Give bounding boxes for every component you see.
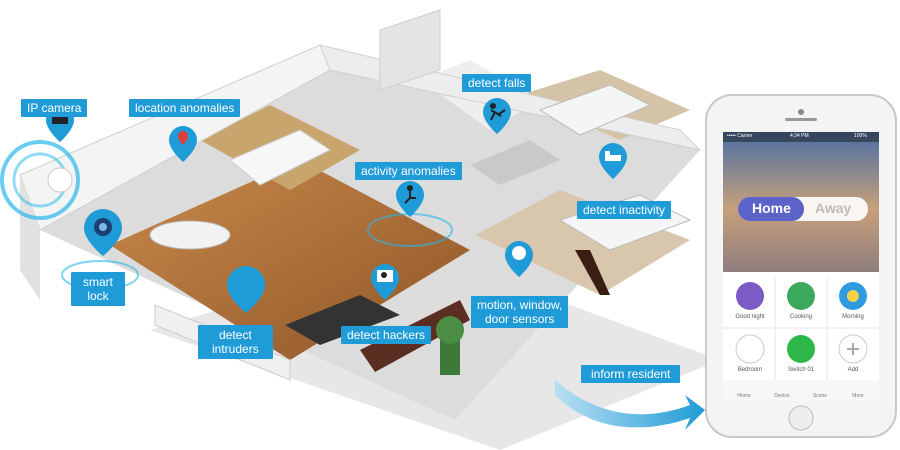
tab-device[interactable]: Device <box>774 393 790 399</box>
tab-more[interactable]: More <box>852 393 864 399</box>
person-sitting-icon <box>396 181 424 217</box>
label-motion-line1: motion, window, <box>477 298 563 312</box>
label-smart-lock-line1: smart <box>83 275 113 289</box>
location-pin-icon <box>169 126 197 162</box>
label-intruders-line1: detect <box>218 328 252 342</box>
tile-cooking[interactable]: Cooking <box>789 314 812 320</box>
power-icon <box>787 335 815 363</box>
tile-morning[interactable]: Morning <box>842 314 864 320</box>
bulb-icon <box>735 334 765 364</box>
chef-hat-icon <box>787 282 815 310</box>
label-motion-sensors: motion, window, door sensors <box>471 296 569 328</box>
tile-add[interactable]: Add <box>847 367 859 373</box>
kitchen-island <box>229 129 331 186</box>
earpiece <box>785 118 817 121</box>
label-detect-falls: detect falls <box>462 74 532 92</box>
smartphone <box>705 94 897 438</box>
camera-signal-ring <box>0 140 80 220</box>
label-smart-lock: smart lock <box>71 272 125 306</box>
front-camera <box>798 109 804 115</box>
phone-time: 4:34 PM <box>790 133 809 139</box>
mode-home-active <box>738 197 804 221</box>
label-detect-hackers: detect hackers <box>341 326 432 344</box>
tile-bedroom[interactable]: Bedroom <box>737 367 763 373</box>
tab-bar <box>723 380 879 401</box>
camera-device <box>47 167 73 193</box>
label-location-anomalies: location anomalies <box>129 99 241 117</box>
mode-away-button[interactable]: Away <box>815 200 852 216</box>
tab-home[interactable]: Home <box>737 393 751 399</box>
moon-icon <box>736 282 764 310</box>
lock-icon <box>84 209 122 256</box>
plant-leaves <box>436 316 464 344</box>
bed-icon <box>599 143 627 179</box>
label-motion-line2: door sensors <box>485 312 555 326</box>
sensor-icon <box>505 241 533 277</box>
phone-carrier: ••••• Carrier <box>727 133 753 139</box>
tile-switch-01[interactable]: Switch 01 <box>787 367 814 373</box>
bedroom-floor <box>475 190 690 295</box>
side-wall <box>20 175 40 300</box>
status-bar <box>723 132 879 142</box>
living-floor <box>110 160 470 360</box>
upper-bed <box>538 84 652 136</box>
label-intruders-line2: intruders <box>212 342 259 356</box>
dining-table <box>149 220 231 250</box>
phone-battery: 100% <box>854 133 867 139</box>
sofa <box>285 295 400 345</box>
label-detect-intruders: detect intruders <box>198 325 273 359</box>
label-smart-lock-line2: lock <box>87 289 109 303</box>
label-inform-resident: inform resident <box>581 365 681 383</box>
tile-good-night[interactable]: Good night <box>735 314 765 320</box>
intruder-icon <box>227 266 265 313</box>
mode-home-button[interactable]: Home <box>752 200 791 216</box>
home-button <box>788 405 814 431</box>
arrow-icon <box>555 380 705 430</box>
brick-wall <box>379 9 441 91</box>
label-activity-anomalies: activity anomalies <box>355 162 462 180</box>
label-ip-camera: IP camera <box>21 99 88 117</box>
closet <box>470 140 560 185</box>
label-detect-inactivity: detect inactivity <box>577 201 672 219</box>
hacker-icon <box>371 264 399 300</box>
bed-railing <box>575 250 610 295</box>
tab-scene[interactable]: Scene <box>812 393 828 399</box>
fall-person-icon <box>483 98 511 134</box>
